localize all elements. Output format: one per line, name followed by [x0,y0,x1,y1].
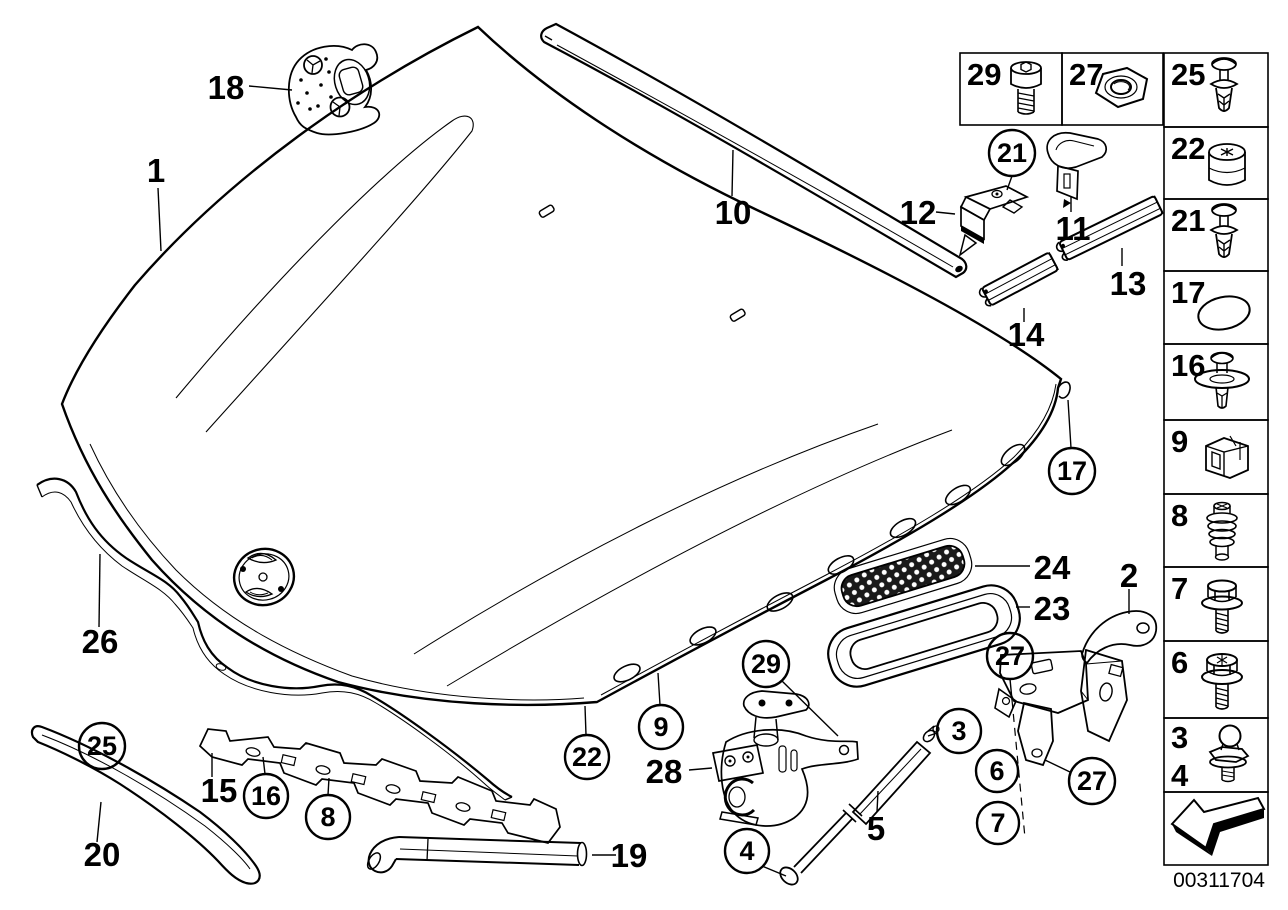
legend-cell-17[interactable]: 17 [1163,270,1269,345]
callout-circle-27a[interactable]: 27 [985,631,1035,681]
svg-text:3: 3 [1171,720,1188,755]
svg-text:7: 7 [990,808,1005,838]
legend-cell-25[interactable]: 25 [1163,52,1269,128]
svg-text:29: 29 [967,57,1001,92]
svg-text:4: 4 [1171,758,1189,793]
callout-labels: 18 1 10 12 11 13 14 24 23 2 5 28 19 15 2… [82,69,1147,874]
legend-cell-9[interactable]: 9 [1163,419,1269,495]
callout-18[interactable]: 18 [208,69,245,106]
expanding-rivet-washer-icon [1194,351,1250,409]
callout-circle-29[interactable]: 29 [741,639,791,689]
svg-text:21: 21 [997,138,1027,168]
callout-28[interactable]: 28 [646,753,683,790]
callout-20[interactable]: 20 [84,836,121,873]
callout-circle-7[interactable]: 7 [975,800,1021,846]
rail-13 [1055,195,1164,262]
legend-sidebar: 29 27 25 2 [959,52,1269,892]
svg-text:17: 17 [1171,275,1205,310]
seal-ring-icon [1197,295,1251,331]
callout-15[interactable]: 15 [201,772,238,809]
legend-cell-arrow[interactable] [1163,791,1269,866]
doc-number: 00311704 [1173,869,1265,892]
svg-text:9: 9 [1171,424,1188,459]
hood-panel [60,25,1071,707]
direction-arrow-icon [1170,796,1266,856]
clip-11 [1046,131,1108,208]
socket-head-cap-screw-icon [1010,61,1042,115]
legend-cell-16[interactable]: 16 [1163,343,1269,421]
callout-10[interactable]: 10 [715,194,752,231]
svg-text:17: 17 [1057,456,1087,486]
callout-26[interactable]: 26 [82,623,119,660]
callout-circle-8[interactable]: 8 [304,793,352,841]
svg-text:16: 16 [1171,348,1205,383]
callout-circle-9[interactable]: 9 [637,703,685,751]
callout-14[interactable]: 14 [1008,316,1045,353]
callout-circle-22[interactable]: 22 [563,733,611,781]
callout-11[interactable]: 11 [1056,210,1091,247]
callout-circle-17[interactable]: 17 [1047,446,1097,496]
svg-text:9: 9 [653,712,668,742]
emblem-roundel [232,547,296,607]
clip-12 [958,185,1030,257]
legend-cell-27[interactable]: 27 [1061,52,1164,126]
mounting-rail-15 [198,728,561,844]
svg-text:22: 22 [1171,131,1205,166]
hex-nut-icon [1094,66,1149,109]
callout-2[interactable]: 2 [1120,557,1138,594]
svg-text:8: 8 [1171,498,1188,533]
buffer-stop-icon [1206,501,1238,561]
svg-text:8: 8 [320,802,335,832]
gas-strut-5 [779,725,940,886]
callout-circle-6[interactable]: 6 [974,748,1020,794]
hood-edge-tabs [613,443,1026,683]
legend-cell-8[interactable]: 8 [1163,493,1269,568]
callout-circle-4[interactable]: 4 [723,827,771,875]
svg-text:27: 27 [995,641,1025,671]
svg-text:16: 16 [251,781,281,811]
callout-24[interactable]: 24 [1034,549,1071,586]
callout-13[interactable]: 13 [1110,265,1147,302]
svg-text:6: 6 [989,756,1004,786]
svg-text:21: 21 [1171,203,1205,238]
svg-text:7: 7 [1171,571,1188,606]
ball-pin-bolt-icon [1208,724,1250,783]
svg-text:27: 27 [1077,766,1107,796]
callout-12[interactable]: 12 [900,194,937,231]
grille-24 [833,537,973,615]
callout-circle-21[interactable]: 21 [987,128,1037,178]
hood-lock-28 [711,690,859,827]
front-seal-26 [36,477,513,801]
torx-flange-screw-icon [1201,653,1243,710]
svg-text:25: 25 [87,731,117,761]
callout-5[interactable]: 5 [867,810,885,847]
svg-text:29: 29 [751,649,781,679]
svg-text:22: 22 [572,742,602,772]
callout-circle-27b[interactable]: 27 [1067,756,1117,806]
circled-callouts: 21 17 27 3 6 7 27 29 9 22 4 8 16 25 [77,128,1117,875]
callout-circle-16[interactable]: 16 [242,772,290,820]
cable-clamp-icon [1205,435,1249,479]
callout-19[interactable]: 19 [611,837,648,874]
callout-23[interactable]: 23 [1034,590,1071,627]
hex-flange-bolt-icon [1201,579,1243,634]
legend-cell-7[interactable]: 7 [1163,566,1269,642]
callout-circle-25[interactable]: 25 [77,721,127,771]
legend-cell-22[interactable]: 22 [1163,126,1269,200]
leader-lines [96,85,1130,877]
svg-text:6: 6 [1171,645,1188,680]
svg-text:4: 4 [739,836,754,866]
callout-circle-3[interactable]: 3 [935,707,983,755]
gasket-bracket-18 [287,43,381,136]
rubber-buffer-icon [1208,143,1246,186]
legend-cell-29[interactable]: 29 [959,52,1063,126]
rear-seal-strip-10 [540,22,968,279]
svg-text:3: 3 [951,716,966,746]
rail-14 [978,251,1059,307]
callout-1[interactable]: 1 [147,152,165,189]
legend-cell-3-4[interactable]: 3 4 [1163,717,1269,793]
svg-text:25: 25 [1171,57,1205,92]
tube-19 [366,836,588,874]
